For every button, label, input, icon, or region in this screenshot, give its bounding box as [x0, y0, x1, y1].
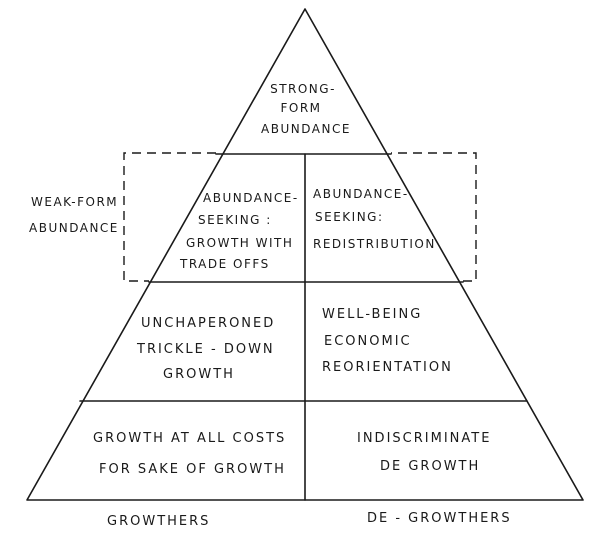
tier4-left-line-1: GROWTH AT ALL COSTS — [93, 431, 286, 446]
tier3-left-line-2: TRICKLE - DOWN — [136, 342, 275, 357]
tier4-left-line-2: FOR SAKE OF GROWTH — [99, 462, 286, 477]
tier3-left-line-3: GROWTH — [163, 367, 235, 382]
base-label-growthers: GROWTHERS — [107, 514, 210, 529]
tier2-right-line-1: ABUNDANCE- — [313, 187, 409, 201]
apex-line-1: STRONG- — [270, 82, 336, 96]
apex-line-3: ABUNDANCE — [261, 122, 351, 136]
tier2-right-cell: ABUNDANCE- SEEKING: REDISTRIBUTION — [313, 187, 436, 251]
tier2-left-line-3: GROWTH WITH — [186, 236, 293, 250]
tier2-left-cell: ABUNDANCE- SEEKING : GROWTH WITH TRADE O… — [179, 191, 299, 271]
tier3-right-cell: WELL-BEING ECONOMIC REORIENTATION — [322, 307, 453, 375]
tier4-right-line-2: DE GROWTH — [380, 459, 480, 474]
base-label-de-growthers: DE - GROWTHERS — [367, 511, 512, 526]
tier4-left-cell: GROWTH AT ALL COSTS FOR SAKE OF GROWTH — [93, 431, 286, 477]
tier2-left-line-1: ABUNDANCE- — [203, 191, 299, 205]
tier3-right-line-1: WELL-BEING — [322, 307, 422, 322]
tier3-left-line-1: UNCHAPERONED — [141, 316, 275, 331]
apex-line-2: FORM — [280, 101, 321, 115]
weak-form-line-1: WEAK-FORM — [31, 195, 118, 209]
tier3-left-cell: UNCHAPERONED TRICKLE - DOWN GROWTH — [136, 316, 275, 382]
tier2-left-line-4: TRADE OFFS — [179, 257, 270, 271]
tier4-right-cell: INDISCRIMINATE DE GROWTH — [357, 431, 491, 474]
weak-form-line-2: ABUNDANCE — [29, 221, 119, 235]
weak-form-dashed-box — [123, 152, 477, 282]
tier2-left-line-2: SEEKING : — [198, 213, 272, 227]
tier3-right-line-2: ECONOMIC — [324, 334, 412, 349]
weak-form-label: WEAK-FORM ABUNDANCE — [29, 195, 119, 235]
tier4-right-line-1: INDISCRIMINATE — [357, 431, 491, 446]
tier2-right-line-2: SEEKING: — [315, 210, 384, 224]
tier2-right-line-3: REDISTRIBUTION — [313, 237, 436, 251]
tier3-right-line-3: REORIENTATION — [322, 360, 453, 375]
apex-label: STRONG- FORM ABUNDANCE — [261, 82, 351, 136]
